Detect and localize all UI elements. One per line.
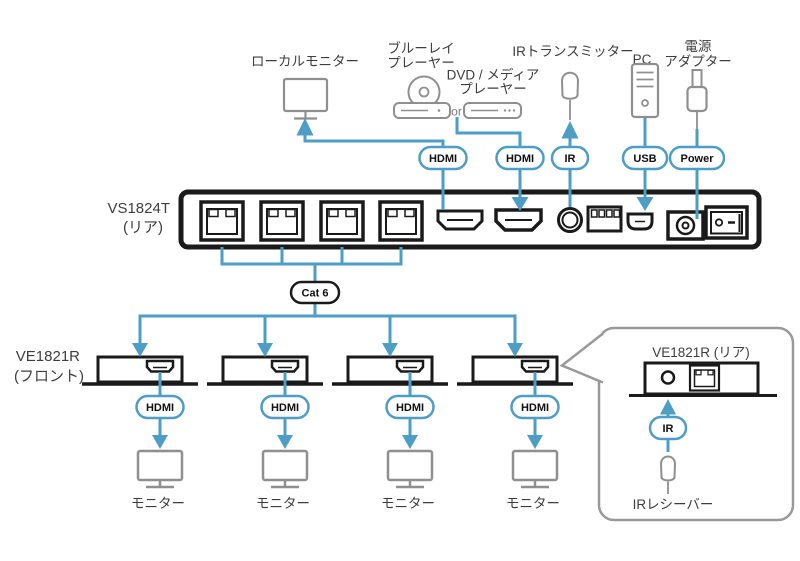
transmitter-model-label: VS1824T [107,200,170,217]
arrow-down-monitor-4 [527,435,543,449]
receiver-hdmi-badge-2: HDMI [260,394,310,420]
receiver-hdmi-badge-4: HDMI [510,394,560,420]
local-monitor-label: ローカルモニター [251,54,359,69]
receiver-unit-3 [332,355,448,386]
receiver-hdmi-port [520,359,550,373]
monitor-label-3: モニター [381,496,435,511]
callout-pointer-outline [559,332,604,384]
hdmi-out-port [436,209,484,231]
inset-rj45-port [688,364,721,392]
arrow-down-receiver-1 [132,343,148,357]
arrow-up-ir-transmitter [561,121,579,139]
hdmi-local-badge: HDMI [418,145,468,171]
receiver-hdmi-badge-3: HDMI [385,394,435,420]
hdmi-source-badge: HDMI [495,145,545,171]
usb-badge-label: USB [633,153,656,165]
arrow-up-inset-ir [660,399,676,415]
arrow-down-receiver-3 [382,343,398,357]
monitor-icon-1 [136,449,184,489]
receiver-hdmi-badge-label-1: HDMI [146,402,174,414]
arrow-up-local-monitor [296,118,314,136]
receiver-hdmi-badge-label-4: HDMI [521,402,549,414]
power-switch [704,205,749,240]
power-adapter-label-line1: 電源 [685,39,713,54]
monitor-label-1: モニター [131,496,185,511]
ir-badge: IR [550,145,590,171]
hdmi-local-badge-label: HDMI [429,153,457,165]
ir-jack-port [557,207,583,233]
connector-bus-rj45 [220,247,403,266]
bluray-label-line1: ブルーレイ [387,40,455,56]
receiver-unit-2 [207,355,323,386]
arrow-down-receiver-4 [507,343,523,357]
power-badge: Power [668,145,726,171]
monitor-icon-4 [511,449,559,489]
ve1821r-rear-view [629,361,777,397]
connector-bus-receivers [138,314,517,344]
arrow-down-hdmi-in [511,197,529,211]
usb-badge: USB [621,145,669,171]
monitor-label-4: モニター [506,496,560,511]
hdmi-in-port [494,208,543,232]
transmitter-view-label: (リア) [123,219,163,236]
ir-badge-label: IR [565,153,576,165]
hdmi-source-badge-label: HDMI [506,153,534,165]
receiver-hdmi-port [145,359,175,373]
or-label: or [451,105,462,119]
receiver-unit-1 [82,355,198,386]
rj45-port-3 [319,200,365,242]
terminal-block [586,205,623,233]
receiver-hdmi-badge-label-2: HDMI [271,402,299,414]
arrow-down-receiver-2 [257,343,273,357]
cat6-badge: Cat 6 [289,280,341,305]
bluray-label-line2: プレーヤー [387,56,455,71]
local-monitor-icon [282,77,329,120]
dvd-label-line2: プレーヤー [459,82,527,97]
mini-usb-port [626,212,654,231]
monitor-icon-3 [386,449,434,489]
receiver-hdmi-badge-label-3: HDMI [396,402,424,414]
dvd-label-line1: DVD / メディア [447,67,540,83]
monitor-icon-2 [261,449,309,489]
dvd-player-icon [463,102,522,119]
ir-transmitter-label: IRトランスミッター [512,44,633,59]
ir-receiver-label: IRレシーバー [633,497,714,512]
cat6-badge-label: Cat 6 [302,288,329,300]
rj45-port-1 [199,200,245,242]
rj45-port-2 [259,200,305,242]
arrow-down-monitor-3 [402,435,418,449]
callout-pointer-fill [562,334,602,382]
receiver-hdmi-port [395,359,425,373]
receiver-view-label: (フロント) [14,368,84,385]
arrow-down-monitor-2 [277,435,293,449]
connector-line-hdmi-local [303,132,445,210]
receiver-hdmi-port [270,359,300,373]
receiver-hdmi-badge-1: HDMI [135,394,185,420]
rj45-port-4 [378,200,424,242]
ir-transmitter-icon [560,71,580,120]
inset-ir-badge: IR [648,415,688,441]
receiver-model-label: VE1821R [16,348,80,365]
power-adapter-label-line2: アダプター [664,54,732,69]
receiver-unit-4 [457,355,573,386]
power-badge-label: Power [680,153,714,165]
bluray-player-icon [393,75,451,119]
pc-icon [630,62,660,119]
power-adapter-icon [686,69,708,129]
vs1824t-rear-panel [178,189,762,250]
ir-receiver-icon [659,455,677,494]
inset-ir-badge-label: IR [663,423,674,435]
arrow-down-usb [636,197,654,211]
arrow-down-monitor-1 [152,435,168,449]
monitor-label-2: モニター [256,496,310,511]
inset-ir-jack [660,370,676,385]
inset-title: VE1821R (リア) [652,345,750,360]
